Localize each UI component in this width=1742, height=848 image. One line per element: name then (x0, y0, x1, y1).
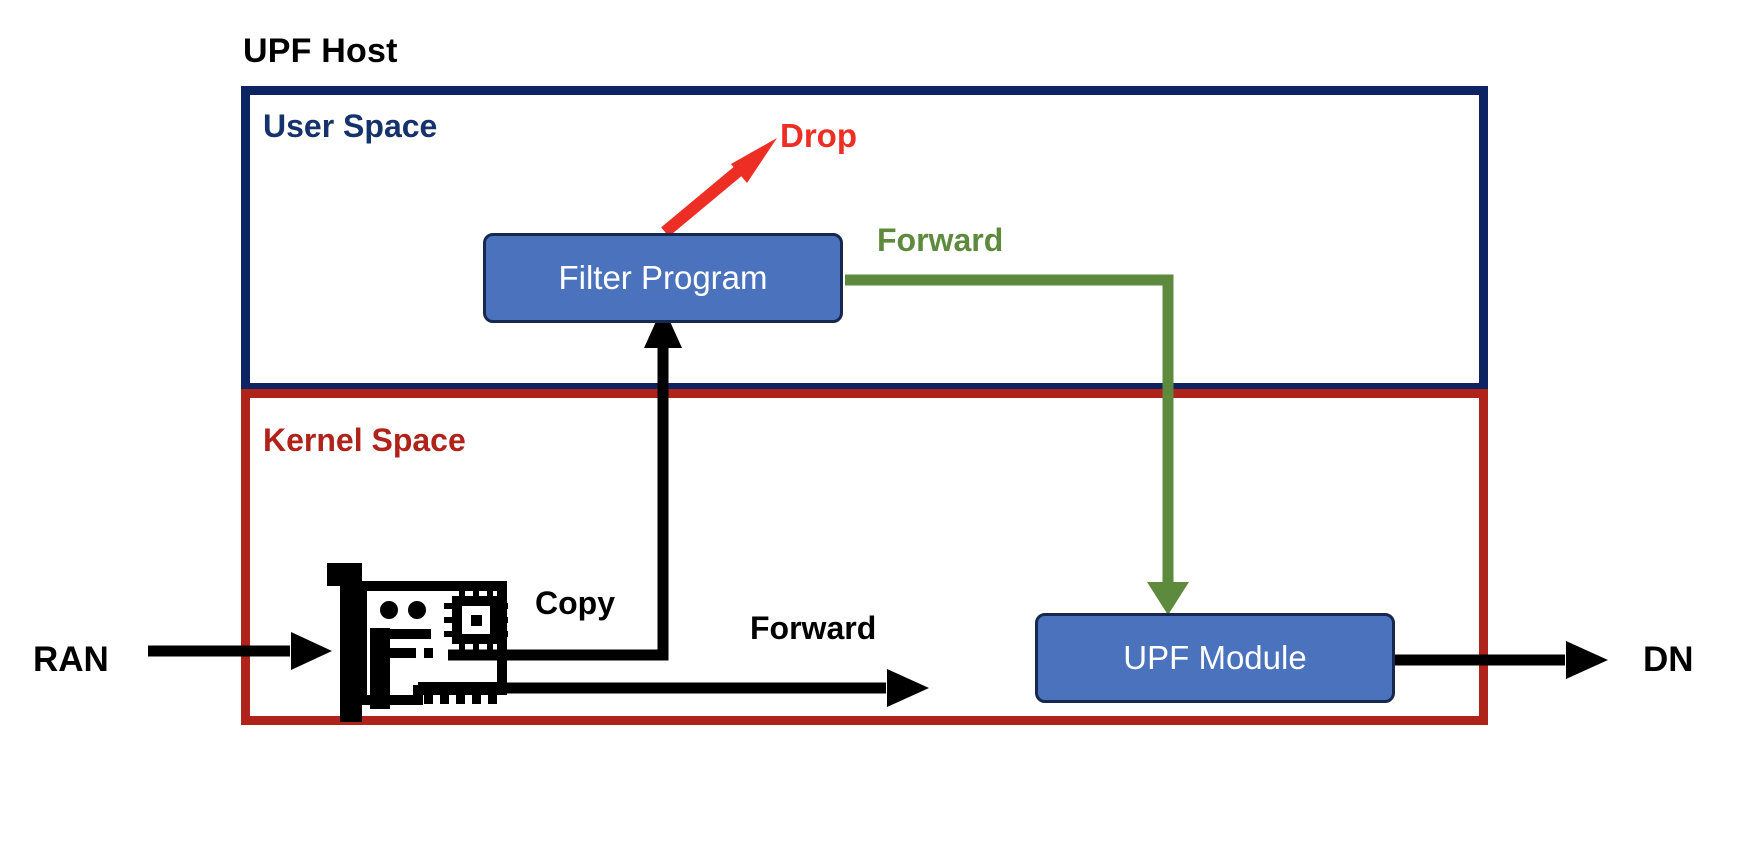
copy-edge-label: Copy (535, 585, 615, 621)
upf-module-label: UPF Module (1123, 639, 1307, 676)
kernel-space-label: Kernel Space (263, 422, 466, 458)
drop-edge-label: Drop (780, 117, 857, 154)
forward-user-edge-label: Forward (877, 222, 1004, 258)
filter-program-label: Filter Program (558, 259, 768, 296)
filter-program-node[interactable]: Filter Program (483, 233, 843, 323)
upf-module-node[interactable]: UPF Module (1035, 613, 1395, 703)
forward-kernel-edge-label: Forward (750, 610, 877, 646)
user-space-label: User Space (263, 108, 438, 144)
ran-endpoint-label: RAN (33, 640, 109, 679)
page-title: UPF Host (243, 32, 398, 70)
dn-endpoint-label: DN (1643, 640, 1694, 679)
